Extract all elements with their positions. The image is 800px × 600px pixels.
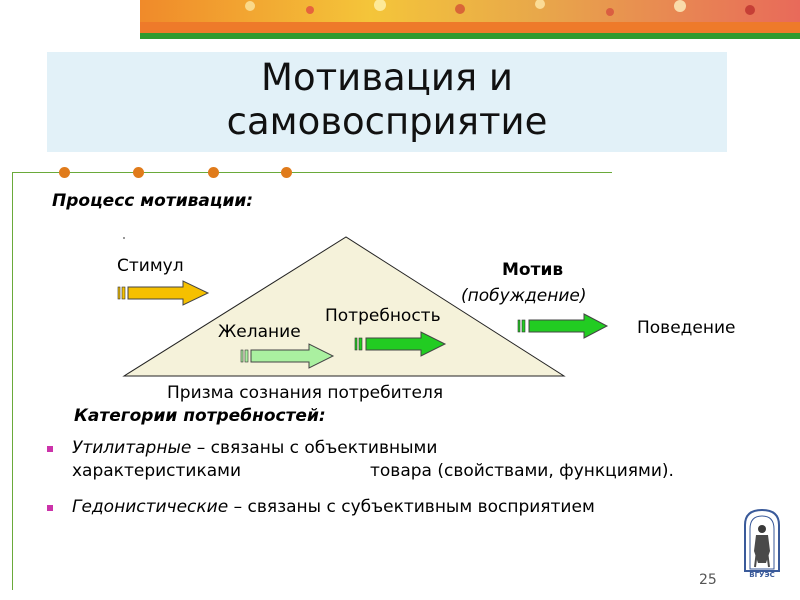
university-logo: ВГУЭС (742, 507, 782, 582)
page-number: 25 (699, 572, 717, 588)
stimulus-arrow (117, 280, 210, 306)
consciousness-prism-triangle (122, 236, 566, 377)
decorative-dot (133, 167, 144, 178)
need-arrow (354, 331, 447, 357)
utilitarian-line-1: Утилитарные – связаны с объективными (72, 438, 437, 458)
top-decorative-banner (140, 0, 800, 33)
utilitarian-term: Утилитарные (72, 438, 192, 458)
motive-label: Мотив (502, 260, 564, 280)
frame-left-rule (12, 172, 13, 590)
hedonic-description: – связаны с субъективным восприятием (228, 497, 595, 517)
need-label: Потребность (325, 306, 441, 326)
bullet-marker (47, 505, 53, 511)
process-heading: Процесс мотивации: (52, 191, 254, 211)
prism-label: Призма сознания потребителя (167, 383, 444, 403)
desire-arrow (240, 343, 335, 369)
needs-heading: Категории потребностей: (74, 406, 326, 426)
decorative-dot (208, 167, 219, 178)
desire-label: Желание (218, 322, 301, 342)
decorative-dot (59, 167, 70, 178)
title-line-1: Мотивация и (261, 56, 513, 99)
hedonic-line: Гедонистические – связаны с субъективным… (72, 497, 730, 517)
utilitarian-line-2a: характеристиками (72, 461, 242, 481)
title-line-2: самовосприятие (226, 100, 548, 143)
motive-subtitle: (побуждение) (461, 286, 587, 306)
utilitarian-line-2b: товара (свойствами, функциями). (370, 461, 674, 481)
top-green-line (140, 33, 800, 39)
title-background (47, 52, 727, 152)
motive-arrow (517, 313, 609, 339)
utilitarian-description: – связаны с объективными (191, 438, 438, 458)
university-emblem-icon (744, 508, 780, 572)
bullet-marker (47, 446, 53, 452)
stimulus-label: Стимул (117, 256, 184, 276)
hedonic-term: Гедонистические (72, 497, 229, 517)
behavior-label: Поведение (637, 318, 736, 338)
decorative-dot (281, 167, 292, 178)
frame-top-rule (12, 172, 612, 173)
slide-title: Мотивация и самовосприятие (47, 56, 727, 144)
logo-text: ВГУЭС (749, 571, 775, 579)
